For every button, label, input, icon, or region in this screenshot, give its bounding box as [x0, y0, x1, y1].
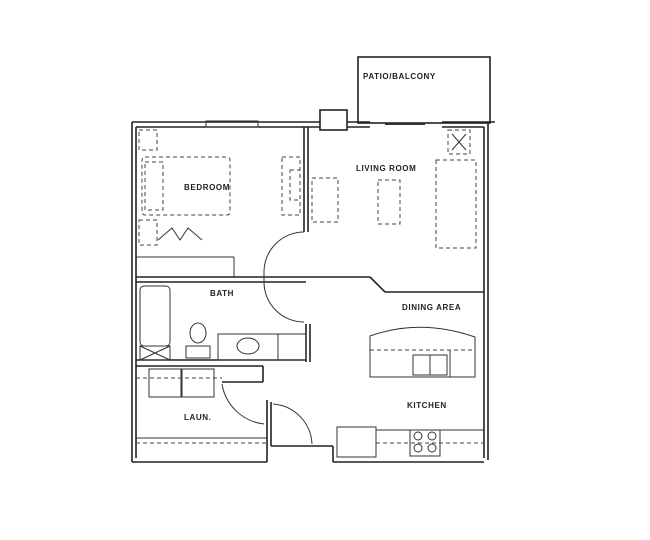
room-label-dining: DINING AREA — [402, 303, 461, 312]
doors — [221, 231, 313, 445]
living-furniture — [311, 129, 477, 249]
bath-fixtures — [139, 285, 307, 361]
bedroom-window — [205, 120, 259, 128]
bedroom-furniture — [136, 129, 301, 277]
kitchen-fixtures — [336, 326, 484, 458]
laundry-fixtures — [136, 368, 267, 444]
room-label-kitchen: KITCHEN — [407, 401, 447, 410]
patio-outline — [357, 56, 491, 124]
room-label-laundry: LAUN. — [184, 413, 211, 422]
room-label-bath: BATH — [210, 289, 234, 298]
interior-walls — [136, 127, 484, 383]
room-label-living: LIVING ROOM — [356, 164, 416, 173]
room-label-patio: PATIO/BALCONY — [363, 72, 436, 81]
room-label-bedroom: BEDROOM — [184, 183, 230, 192]
